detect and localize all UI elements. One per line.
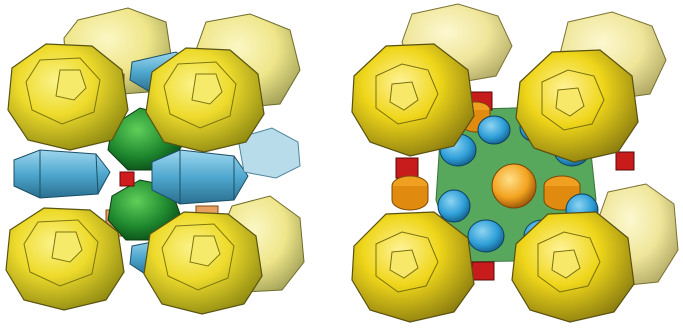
cage-structure-right-drawing [346, 0, 683, 330]
cage-structure-left [0, 0, 330, 330]
cage-structure-left-drawing [0, 0, 330, 330]
red-cube [120, 172, 134, 186]
central-sphere [492, 164, 536, 208]
cage-structure-right [346, 0, 683, 330]
